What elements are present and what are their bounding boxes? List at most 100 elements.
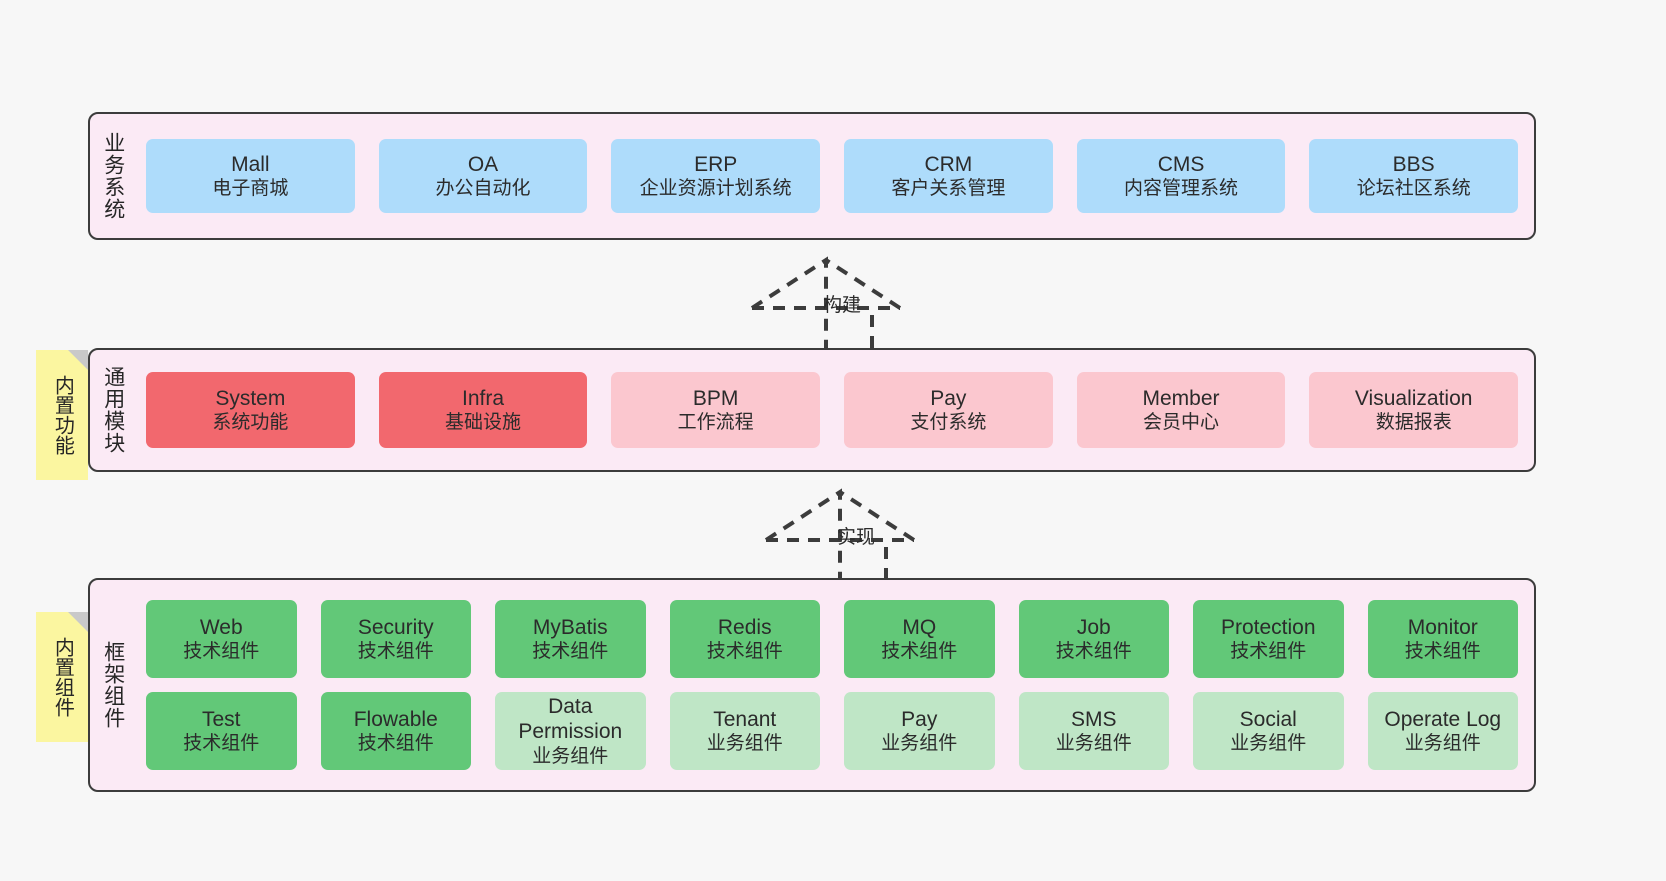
card-cms[interactable]: CMS 内容管理系统 — [1076, 139, 1286, 213]
card-subtitle: 企业资源计划系统 — [639, 178, 792, 200]
card-subtitle: 电子商城 — [212, 178, 289, 200]
dashed-generalization-arrow-icon — [764, 488, 916, 580]
card-sms[interactable]: SMS 业务组件 — [1018, 692, 1169, 770]
layer-business-systems: 业务系统 Mall 电子商城 OA 办公自动化 ERP 企业资源计划系统 CRM — [88, 112, 1536, 240]
card-bpm[interactable]: BPM 工作流程 — [611, 372, 821, 448]
card-title: Member — [1142, 386, 1220, 410]
card-title: Flowable — [353, 707, 438, 731]
card-web[interactable]: Web 技术组件 — [146, 600, 297, 678]
card-subtitle: 业务组件 — [881, 733, 958, 755]
framework-tech-row: Web 技术组件 Security 技术组件 MyBatis 技术组件 Redi… — [146, 600, 1518, 678]
card-subtitle: 业务组件 — [1230, 733, 1307, 755]
card-title: ERP — [694, 152, 738, 176]
card-infra[interactable]: Infra 基础设施 — [378, 372, 588, 448]
card-subtitle: 技术组件 — [1230, 641, 1307, 663]
card-subtitle: 业务组件 — [1055, 733, 1132, 755]
card-subtitle: 技术组件 — [1404, 641, 1481, 663]
card-title: CMS — [1157, 152, 1205, 176]
card-title: MQ — [902, 615, 937, 639]
card-subtitle: 内容管理系统 — [1124, 178, 1239, 200]
card-title: Security — [357, 615, 434, 639]
card-title: SMS — [1070, 707, 1117, 731]
card-subtitle: 技术组件 — [1055, 641, 1132, 663]
card-title: Redis — [717, 615, 772, 639]
card-mq[interactable]: MQ 技术组件 — [844, 600, 995, 678]
card-title: OA — [467, 152, 499, 176]
layer-framework-body: Web 技术组件 Security 技术组件 MyBatis 技术组件 Redi… — [136, 580, 1534, 790]
card-title: Monitor — [1407, 615, 1478, 639]
layer-common-body: System 系统功能 Infra 基础设施 BPM 工作流程 Pay 支付系统… — [136, 350, 1534, 470]
card-tenant[interactable]: Tenant 业务组件 — [669, 692, 820, 770]
framework-business-row: Test 技术组件 Flowable 技术组件 Data Permission … — [146, 692, 1518, 770]
card-subtitle: 技术组件 — [881, 641, 958, 663]
layer-common-title: 通用模块 — [101, 366, 125, 454]
card-title: Protection — [1220, 615, 1316, 639]
card-subtitle: 论坛社区系统 — [1356, 178, 1471, 200]
card-protection[interactable]: Protection 技术组件 — [1193, 600, 1344, 678]
card-subtitle: 工作流程 — [677, 412, 754, 434]
layer-common-modules: 通用模块 System 系统功能 Infra 基础设施 BPM 工作流程 Pay — [88, 348, 1536, 472]
connector-build: 构建 — [742, 252, 942, 348]
card-subtitle: 会员中心 — [1143, 412, 1220, 434]
card-title: Infra — [461, 386, 505, 410]
layer-business-title: 业务系统 — [101, 132, 125, 220]
card-title: MyBatis — [532, 615, 608, 639]
card-monitor[interactable]: Monitor 技术组件 — [1367, 600, 1518, 678]
card-oa[interactable]: OA 办公自动化 — [378, 139, 588, 213]
card-social[interactable]: Social 业务组件 — [1193, 692, 1344, 770]
card-operate-log[interactable]: Operate Log 业务组件 — [1367, 692, 1518, 770]
card-crm[interactable]: CRM 客户关系管理 — [844, 139, 1053, 213]
sticky-label: 内置功能 — [51, 375, 74, 455]
connector-build-label: 构建 — [822, 295, 862, 316]
card-mybatis[interactable]: MyBatis 技术组件 — [495, 600, 646, 678]
card-subtitle: 数据报表 — [1375, 412, 1452, 434]
card-title: Data Permission — [518, 694, 623, 744]
card-subtitle: 办公自动化 — [435, 178, 531, 200]
layer-framework-components: 框架组件 Web 技术组件 Security 技术组件 MyBatis 技术组件… — [88, 578, 1536, 792]
card-title: CRM — [924, 152, 973, 176]
card-redis[interactable]: Redis 技术组件 — [669, 600, 820, 678]
card-security[interactable]: Security 技术组件 — [320, 600, 471, 678]
card-title: Tenant — [713, 707, 777, 731]
card-pay-module[interactable]: Pay 支付系统 — [844, 372, 1053, 448]
sticky-label: 内置组件 — [51, 637, 74, 717]
card-title: BPM — [692, 386, 739, 410]
card-title: Operate Log — [1384, 707, 1502, 731]
card-pay-component[interactable]: Pay 业务组件 — [844, 692, 995, 770]
card-erp[interactable]: ERP 企业资源计划系统 — [611, 139, 821, 213]
common-card-row: System 系统功能 Infra 基础设施 BPM 工作流程 Pay 支付系统… — [146, 372, 1519, 448]
card-subtitle: 业务组件 — [532, 746, 609, 768]
card-test[interactable]: Test 技术组件 — [146, 692, 297, 770]
card-title: Pay — [901, 707, 938, 731]
card-title: Pay — [930, 386, 967, 410]
card-data-permission[interactable]: Data Permission 业务组件 — [495, 692, 646, 770]
folded-corner-icon — [68, 350, 88, 370]
card-title: Social — [1239, 707, 1297, 731]
card-subtitle: 业务组件 — [706, 733, 783, 755]
card-title: System — [215, 386, 286, 410]
sticky-note-builtin-functions: 内置功能 — [36, 350, 88, 480]
card-bbs[interactable]: BBS 论坛社区系统 — [1309, 139, 1519, 213]
card-title: Job — [1076, 615, 1111, 639]
card-title: BBS — [1392, 152, 1435, 176]
dashed-generalization-arrow-icon — [750, 256, 902, 348]
card-job[interactable]: Job 技术组件 — [1018, 600, 1169, 678]
card-subtitle: 系统功能 — [212, 412, 289, 434]
card-subtitle: 业务组件 — [1404, 733, 1481, 755]
card-subtitle: 技术组件 — [357, 733, 434, 755]
card-flowable[interactable]: Flowable 技术组件 — [320, 692, 471, 770]
card-subtitle: 客户关系管理 — [891, 178, 1006, 200]
card-visualization[interactable]: Visualization 数据报表 — [1309, 372, 1519, 448]
card-title: Test — [201, 707, 241, 731]
layer-business-body: Mall 电子商城 OA 办公自动化 ERP 企业资源计划系统 CRM 客户关系… — [136, 114, 1534, 238]
card-subtitle: 基础设施 — [445, 412, 522, 434]
card-subtitle: 技术组件 — [357, 641, 434, 663]
card-title: Mall — [231, 152, 270, 176]
card-system[interactable]: System 系统功能 — [146, 372, 355, 448]
card-title: Web — [199, 615, 243, 639]
card-mall[interactable]: Mall 电子商城 — [146, 139, 355, 213]
card-member[interactable]: Member 会员中心 — [1076, 372, 1286, 448]
card-subtitle: 技术组件 — [706, 641, 783, 663]
card-subtitle: 技术组件 — [183, 733, 260, 755]
